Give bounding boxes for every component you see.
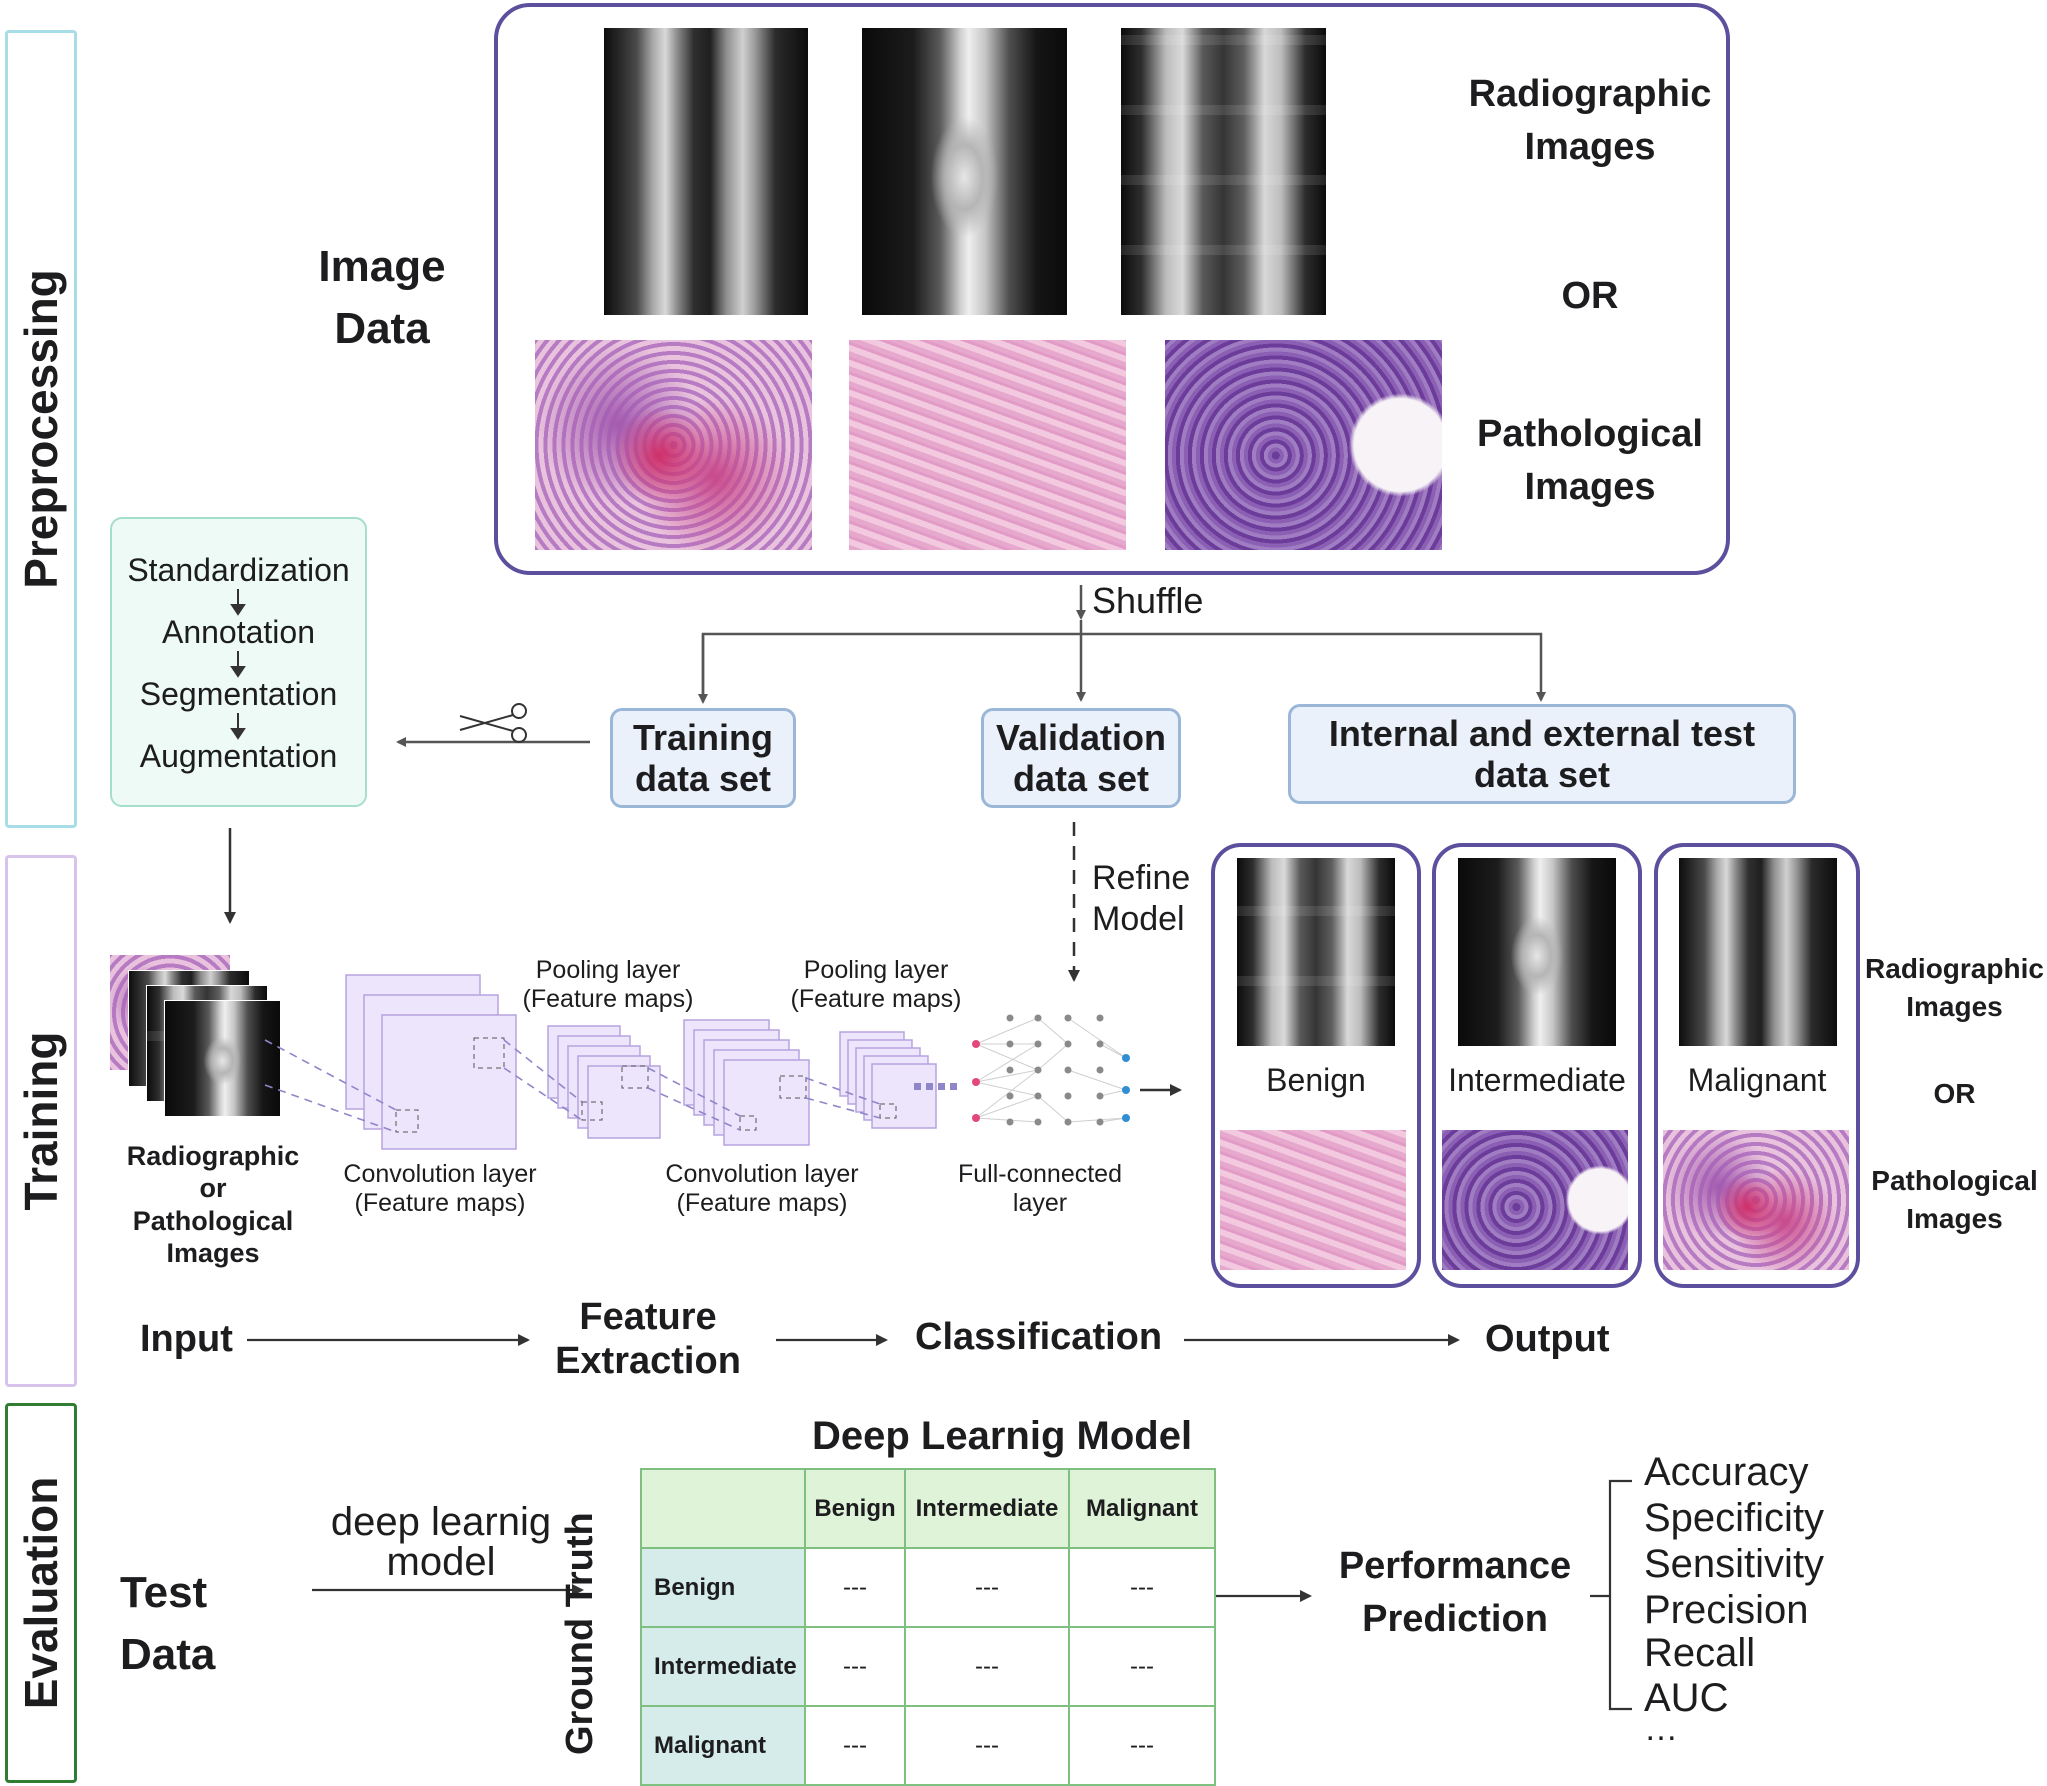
preprocessing-band: Preprocessing — [5, 30, 77, 828]
metric-specificity: Specificity — [1644, 1496, 1825, 1540]
malignant-pathology — [1663, 1130, 1849, 1270]
pool-layer-1-label: Pooling layer (Feature maps) — [522, 956, 694, 1013]
output-card-malignant — [1654, 843, 1860, 1288]
output-card-benign — [1211, 843, 1421, 1288]
benign-label: Benign — [1266, 1062, 1366, 1098]
matrix-col-benign: Benign — [804, 1468, 906, 1549]
matrix-row-intermediate: Intermediate — [640, 1626, 806, 1707]
matrix-cell: --- — [904, 1547, 1070, 1628]
evaluation-band: Evaluation — [5, 1403, 77, 1783]
output-radiographic-label: Radiographic Images — [1865, 953, 2044, 1022]
matrix-corner — [640, 1468, 806, 1549]
conv-layer-2-label: Convolution layer (Feature maps) — [665, 1160, 859, 1217]
pool-layer-2-label: Pooling layer (Feature maps) — [790, 956, 962, 1013]
malignant-radiograph — [1679, 858, 1837, 1046]
performance-prediction-label: Performance Prediction — [1338, 1545, 1572, 1641]
radiograph-thumb-3 — [1121, 28, 1326, 315]
metric-precision: Precision — [1644, 1588, 1809, 1632]
radiograph-thumb-2 — [862, 28, 1067, 315]
cnn-input-label: Radiographic or Pathological Images — [126, 1141, 300, 1269]
intermediate-radiograph — [1458, 858, 1616, 1046]
pipeline-input: Input — [140, 1318, 233, 1360]
step-annotation: Annotation — [161, 614, 315, 650]
matrix-cell: --- — [804, 1547, 906, 1628]
pathology-thumb-2 — [849, 340, 1126, 550]
training-band: Training — [5, 855, 77, 1387]
shuffle-label: Shuffle — [1092, 580, 1204, 621]
benign-radiograph — [1237, 858, 1395, 1046]
output-card-intermediate — [1432, 843, 1642, 1288]
matrix-cell: --- — [804, 1626, 906, 1707]
fc-layer-label: Full-connected layer — [958, 1160, 1122, 1217]
step-augmentation: Augmentation — [139, 738, 338, 774]
matrix-cell: --- — [1068, 1547, 1216, 1628]
intermediate-pathology — [1442, 1130, 1628, 1270]
step-segmentation: Segmentation — [139, 676, 338, 712]
matrix-cell: --- — [1068, 1626, 1216, 1707]
image-data-title: Image Data — [318, 242, 446, 353]
pipeline-output: Output — [1485, 1318, 1610, 1360]
step-standardization: Standardization — [127, 552, 350, 588]
matrix-row-malignant: Malignant — [640, 1705, 806, 1786]
intermediate-label: Intermediate — [1448, 1062, 1626, 1098]
refine-model-label: Refine Model — [1092, 859, 1191, 938]
pathology-thumb-1 — [535, 340, 812, 550]
or-label: OR — [1561, 275, 1619, 317]
training-data-set: Training data set — [610, 708, 796, 808]
output-pathological-label: Pathological Images — [1871, 1165, 2038, 1234]
matrix-cell: --- — [904, 1626, 1070, 1707]
malignant-label: Malignant — [1687, 1062, 1827, 1098]
metric-accuracy: Accuracy — [1644, 1450, 1809, 1494]
output-or-label: OR — [1933, 1078, 1976, 1109]
benign-pathology — [1220, 1130, 1406, 1270]
matrix-col-malignant: Malignant — [1068, 1468, 1216, 1549]
pathology-thumb-3 — [1165, 340, 1442, 550]
test-data-label: Test Data — [120, 1568, 216, 1679]
validation-data-set: Validation data set — [981, 708, 1181, 808]
image-data-frame — [494, 3, 1730, 575]
matrix-title: Deep Learnig Model — [812, 1414, 1193, 1458]
matrix-cell: --- — [904, 1705, 1070, 1786]
radiographic-images-label: Radiographic Images — [1468, 73, 1712, 169]
ground-truth-label: Ground Truth — [559, 1512, 602, 1755]
metric-sensitivity: Sensitivity — [1644, 1542, 1825, 1586]
test-data-set: Internal and external test data set — [1288, 704, 1796, 804]
matrix-cell: --- — [1068, 1705, 1216, 1786]
metric-ellipsis: … — [1644, 1710, 1678, 1748]
input-stack-layer-3 — [164, 1000, 281, 1117]
pipeline-feature-extraction: Feature Extraction — [555, 1296, 741, 1382]
metric-recall: Recall — [1644, 1631, 1756, 1675]
metric-auc: AUC — [1644, 1676, 1729, 1720]
ground-truth-text: Ground Truth — [559, 1512, 601, 1755]
matrix-cell: --- — [804, 1705, 906, 1786]
pathological-images-label: Pathological Images — [1477, 413, 1703, 509]
pipeline-classification: Classification — [915, 1316, 1163, 1358]
radiograph-thumb-1 — [604, 28, 808, 315]
matrix-row-benign: Benign — [640, 1547, 806, 1628]
conv-layer-1-label: Convolution layer (Feature maps) — [343, 1160, 537, 1217]
confusion-matrix: Benign Intermediate Malignant Benign ---… — [640, 1468, 1216, 1786]
matrix-col-intermediate: Intermediate — [904, 1468, 1070, 1549]
model-arrow-label: deep learnig model — [330, 1500, 552, 1584]
